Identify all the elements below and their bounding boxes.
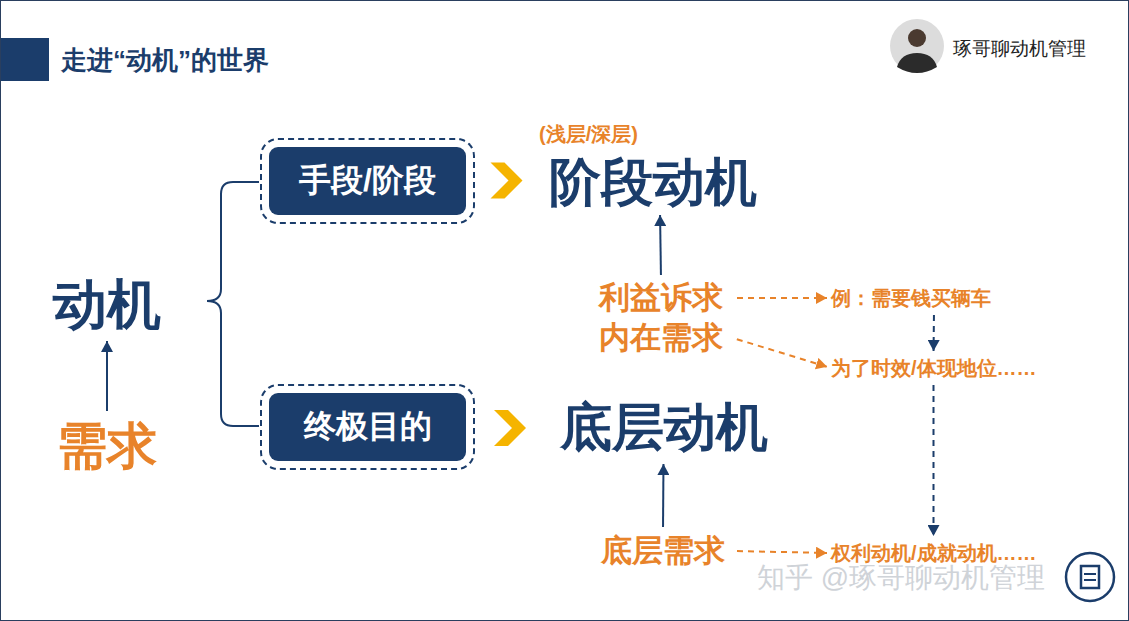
brace — [207, 182, 259, 426]
chevron-arrow — [494, 410, 526, 446]
avatar-circle — [890, 19, 944, 73]
node-text: 例：需要钱买辆车 — [831, 285, 991, 312]
example-note: 权利动机/成就动机…… — [831, 540, 1081, 566]
node-text: 阶段动机 — [549, 154, 757, 211]
example-note: 例：需要钱买辆车 — [831, 285, 1031, 311]
need-term: 内在需求 — [589, 319, 733, 357]
corner-icon-glyph — [1084, 579, 1096, 581]
diagram-title: 走进“动机”的世界 — [61, 43, 269, 78]
dashed-arrow — [933, 315, 935, 351]
node-text: 为了时效/体现地位…… — [831, 355, 1037, 382]
result-term: (浅层/深层) 阶段动机 — [539, 109, 789, 211]
node-text: 动机 — [53, 269, 161, 342]
solid-arrow — [659, 215, 662, 275]
watermark: 知乎 @琢哥聊动机管理 — [757, 559, 1045, 597]
source-term: 需求 — [49, 415, 165, 477]
process-box: 终极目的 — [269, 393, 466, 461]
node-text: 利益诉求 — [599, 277, 723, 319]
dashed-arrow — [737, 297, 827, 299]
title-bar — [1, 38, 49, 81]
root-term: 动机 — [49, 273, 165, 337]
node-text: 底层动机 — [560, 393, 768, 463]
dashed-arrow — [737, 339, 827, 367]
result-term: 底层动机 — [546, 396, 781, 460]
need-term: 利益诉求 — [589, 279, 733, 317]
node-text: 需求 — [57, 413, 157, 480]
solid-arrow — [106, 341, 108, 411]
dashed-arrow — [737, 551, 827, 553]
node-text: 内在需求 — [599, 317, 723, 359]
dashed-arrow — [933, 385, 935, 536]
chevron-arrow — [491, 162, 523, 198]
author-name: 琢哥聊动机管理 — [953, 36, 1086, 62]
avatar-body — [897, 53, 937, 73]
corner-icon — [1066, 553, 1114, 601]
node-text: 权利动机/成就动机…… — [831, 540, 1037, 567]
corner-icon-glyph — [1084, 573, 1096, 575]
need-term: 底层需求 — [593, 531, 733, 571]
node-text: 底层需求 — [601, 530, 725, 572]
process-box: 手段/阶段 — [269, 147, 466, 215]
node-text: 手段/阶段 — [299, 159, 436, 203]
avatar-head — [908, 29, 926, 47]
node-text: 终极目的 — [304, 405, 432, 449]
corner-icon-glyph — [1081, 566, 1099, 588]
node-heading: (浅层/深层) — [539, 121, 638, 148]
example-note: 为了时效/体现地位…… — [831, 355, 1081, 381]
solid-arrow — [662, 464, 664, 527]
